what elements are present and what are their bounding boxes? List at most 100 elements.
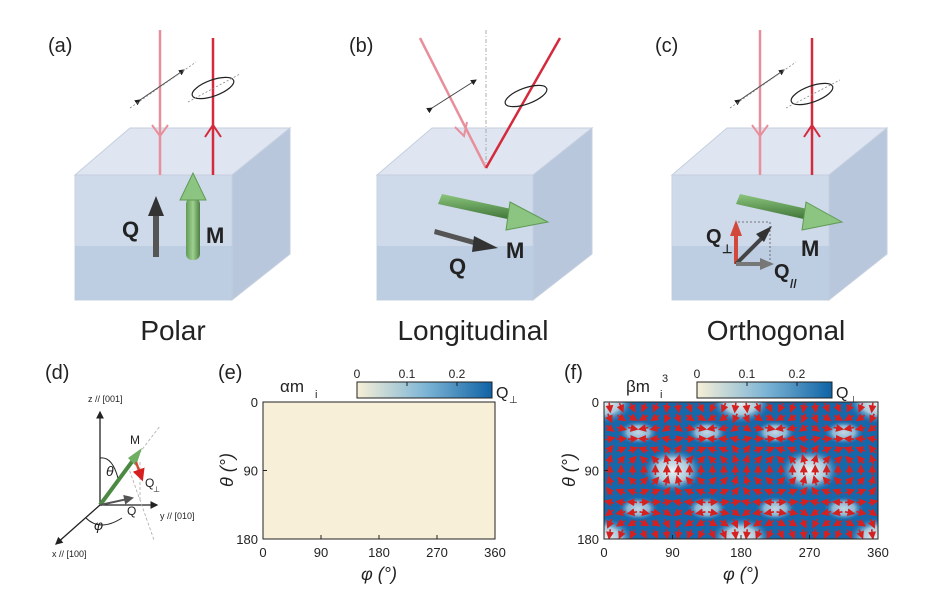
qperp-arrow xyxy=(742,444,751,454)
qperp-vector xyxy=(132,461,145,482)
panel-f-heatmap xyxy=(603,401,879,540)
qperp-arrow xyxy=(616,455,626,465)
qperp-arrow xyxy=(741,508,751,517)
qperp-arrow xyxy=(765,455,774,465)
qperp-arrow xyxy=(615,488,626,496)
qperp-arrow xyxy=(833,402,841,413)
qperp-arrow xyxy=(707,498,719,507)
qperp-arrow xyxy=(810,508,820,517)
qperp-arrow xyxy=(673,435,685,444)
panel-f-xtick-label: 0 xyxy=(600,545,607,560)
panel-e-cbar-tick-label: 0 xyxy=(354,367,361,381)
qperp-arrow xyxy=(752,508,763,517)
panel-c-incident-beam xyxy=(729,30,797,175)
qperp-arrow xyxy=(743,475,752,486)
panel-a-title: Polar xyxy=(140,315,205,346)
heatmap-node xyxy=(686,420,727,445)
qperp-arrow xyxy=(639,529,647,539)
qperp-arrow xyxy=(856,498,867,507)
heatmap-node xyxy=(755,496,796,521)
qperp-arrow xyxy=(778,402,786,413)
qperp-arrow xyxy=(628,435,639,443)
qperp-arrow xyxy=(706,435,717,443)
panel-a-m-label: M xyxy=(206,223,224,248)
panel-d-tag: (d) xyxy=(45,362,69,384)
qperp-arrow xyxy=(776,498,788,507)
qperp-arrow xyxy=(696,413,707,421)
qperp-arrow xyxy=(606,486,615,496)
qperp-arrow xyxy=(787,488,799,496)
qperp-arrow xyxy=(663,402,672,414)
x-axis xyxy=(55,504,101,545)
qperp-arrow xyxy=(820,508,832,517)
panel-e-xtick-label: 90 xyxy=(314,545,328,560)
qperp-arrow xyxy=(787,508,799,517)
qperp-arrow xyxy=(719,508,730,517)
qperp-arrow xyxy=(765,435,776,443)
qperp-arrow xyxy=(683,498,695,507)
qperp-arrow xyxy=(868,454,877,465)
panel-c-q-vectors: Q ⊥ Q // xyxy=(706,220,797,291)
qperp-arrow xyxy=(708,476,717,486)
heatmap-node xyxy=(686,496,727,521)
qperp-arrow xyxy=(799,498,810,507)
qperp-arrow xyxy=(867,475,876,486)
qperp-arrow xyxy=(731,444,740,454)
panel-f-xlabel: φ (°) xyxy=(723,564,759,584)
qperp-arrow xyxy=(763,498,775,507)
qperp-arrow xyxy=(674,423,684,432)
heatmap-node xyxy=(779,448,840,493)
qperp-arrow xyxy=(706,446,717,454)
qperp-arrow xyxy=(616,446,627,454)
qperp-arrow xyxy=(660,435,672,444)
panel-a-box xyxy=(73,126,292,302)
qperp-arrow xyxy=(843,446,854,454)
panel-f-xtick-label: 90 xyxy=(665,545,679,560)
panel-e-xtick-label: 270 xyxy=(426,545,448,560)
qperp-arrow xyxy=(832,488,843,496)
panel-b-m-label: M xyxy=(506,238,524,263)
qperp-arrow xyxy=(707,508,719,517)
qperp-arrow xyxy=(743,518,752,529)
qperp-arrow xyxy=(833,435,845,443)
panel-d-qperp-label: Q xyxy=(145,476,154,490)
qperp-arrow xyxy=(695,518,706,527)
panel-e-cbar-label-sub: ⊥ xyxy=(509,395,518,406)
qperp-arrow xyxy=(821,518,831,527)
panel-d: (d) z // [001] y // [010] x // [100] M Q… xyxy=(45,362,195,559)
qperp-arrow xyxy=(730,486,739,496)
qperp-arrow xyxy=(855,413,866,422)
qperp-arrow xyxy=(616,435,628,444)
qperp-arrow xyxy=(868,444,877,454)
qperp-arrow xyxy=(811,423,821,432)
qperp-arrow xyxy=(673,454,682,465)
qperp-arrow xyxy=(650,488,662,496)
panel-e-cbar-tick-label: 0.1 xyxy=(399,367,416,381)
panel-c-title: Orthogonal xyxy=(707,315,846,346)
panel-a-q-arrow: Q xyxy=(122,196,164,257)
panel-e-cbar-tick-label: 0.2 xyxy=(449,367,466,381)
qperp-arrow xyxy=(685,455,694,465)
qperp-arrow xyxy=(719,455,729,465)
qperp-arrow xyxy=(696,476,706,486)
qperp-arrow xyxy=(753,435,765,444)
qperp-arrow xyxy=(663,444,672,454)
qperp-arrow xyxy=(854,424,866,432)
qperp-arrow xyxy=(788,476,797,486)
panel-c-qpar-sub: // xyxy=(790,277,797,291)
qperp-arrow xyxy=(868,508,878,517)
panel-b-q-label: Q xyxy=(449,254,466,279)
qperp-arrow xyxy=(696,402,704,413)
qperp-arrow xyxy=(831,498,843,507)
qperp-arrow xyxy=(637,435,649,443)
panel-b: (b) M Q Longitudinal xyxy=(349,30,594,346)
qperp-arrow xyxy=(604,498,615,507)
qperp-arrow xyxy=(731,454,740,465)
qperp-arrow xyxy=(845,476,854,486)
qperp-arrow xyxy=(743,486,752,496)
qperp-arrow xyxy=(763,508,775,517)
panel-e-coef: αm xyxy=(280,377,304,396)
qperp-arrow xyxy=(822,424,833,432)
